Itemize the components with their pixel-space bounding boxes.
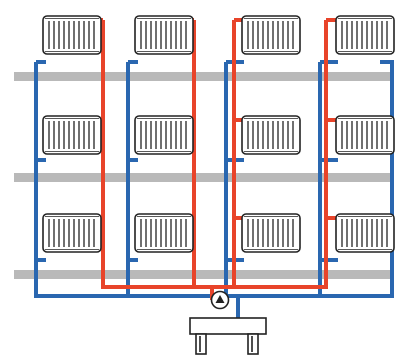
radiator-r1-mid: [42, 115, 102, 155]
radiator-r1-bot: [42, 213, 102, 253]
riser-3-radiators: [241, 15, 301, 253]
radiator-r4-bot: [335, 213, 395, 253]
radiator-r3-top: [241, 15, 301, 55]
riser-1-radiators: [42, 15, 102, 253]
radiator-r3-bot: [241, 213, 301, 253]
radiator-r4-mid: [335, 115, 395, 155]
return-piping: [34, 60, 394, 318]
circulation-pump-icon: [210, 290, 230, 310]
radiator-r2-mid: [134, 115, 194, 155]
radiator-r2-top: [134, 15, 194, 55]
radiator-r1-top: [42, 15, 102, 55]
floor-slab-lower: [14, 270, 392, 279]
radiator-r2-bot: [134, 213, 194, 253]
riser-4-radiators: [335, 15, 395, 253]
supply-main-pipe: [101, 20, 328, 289]
floor-slab-middle: [14, 173, 392, 182]
riser-2-radiators: [134, 15, 194, 253]
floor-slabs: [14, 72, 392, 279]
radiator-r3-mid: [241, 115, 301, 155]
boiler-icon: [189, 317, 267, 355]
radiator-r4-top: [335, 15, 395, 55]
return-main-pipe: [34, 60, 394, 298]
floor-slab-upper: [14, 72, 392, 81]
